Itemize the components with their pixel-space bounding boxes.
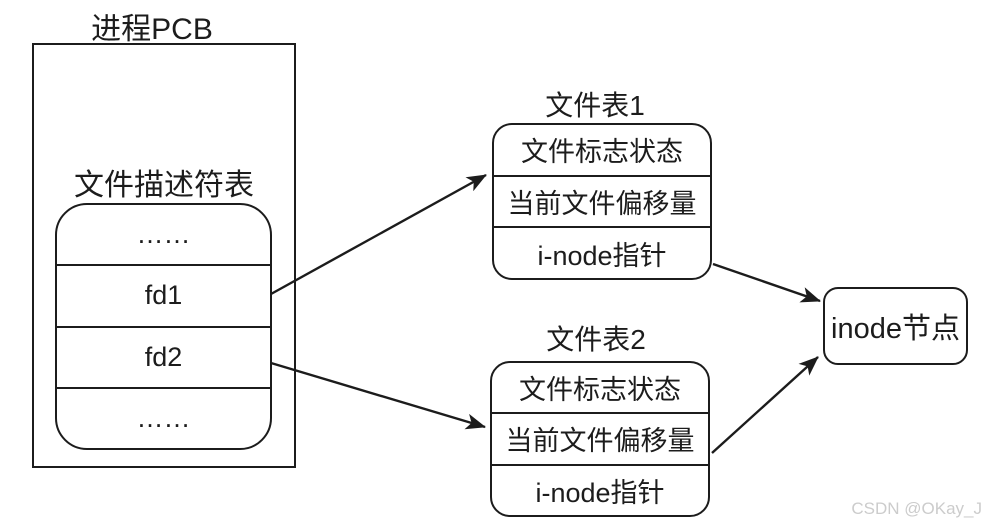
file-table-2-row-flags: 文件标志状态 xyxy=(519,375,681,406)
file-table-2: 文件标志状态 当前文件偏移量 i-node指针 xyxy=(490,361,710,517)
file-table-1-row-flags: 文件标志状态 xyxy=(521,137,683,168)
file-table-2-title: 文件表2 xyxy=(546,324,646,355)
fd-row-fd2: fd2 xyxy=(57,325,270,387)
arrow-table2-to-inode xyxy=(711,356,819,454)
fd-row-ellipsis-bottom: …… xyxy=(57,386,270,448)
fd-row-fd1: fd1 xyxy=(57,264,270,325)
file-table-1-title: 文件表1 xyxy=(545,90,645,121)
fd-table-label: 文件描述符表 xyxy=(74,169,254,202)
file-table-2-row-inode-ptr: i-node指针 xyxy=(492,463,708,515)
inode-label: inode节点 xyxy=(831,313,960,345)
arrow-table1-to-inode xyxy=(712,262,821,303)
file-table-1-row-offset: 当前文件偏移量 xyxy=(494,174,710,227)
file-table-2-row-offset: 当前文件偏移量 xyxy=(492,412,708,463)
arrow-fd2-to-table2 xyxy=(270,361,486,430)
file-table-1: 文件标志状态 当前文件偏移量 i-node指针 xyxy=(492,123,712,280)
arrow-fd1-to-table1 xyxy=(270,173,487,296)
fd-row-ellipsis-top: …… xyxy=(136,219,191,250)
watermark: CSDN @OKay_J xyxy=(851,499,982,518)
pcb-box xyxy=(32,43,296,468)
fd-table: …… fd1 fd2 …… xyxy=(55,203,272,450)
inode-box: inode节点 xyxy=(823,287,968,365)
pcb-title: 进程PCB xyxy=(91,13,213,46)
file-table-1-row-inode-ptr: i-node指针 xyxy=(494,226,710,278)
